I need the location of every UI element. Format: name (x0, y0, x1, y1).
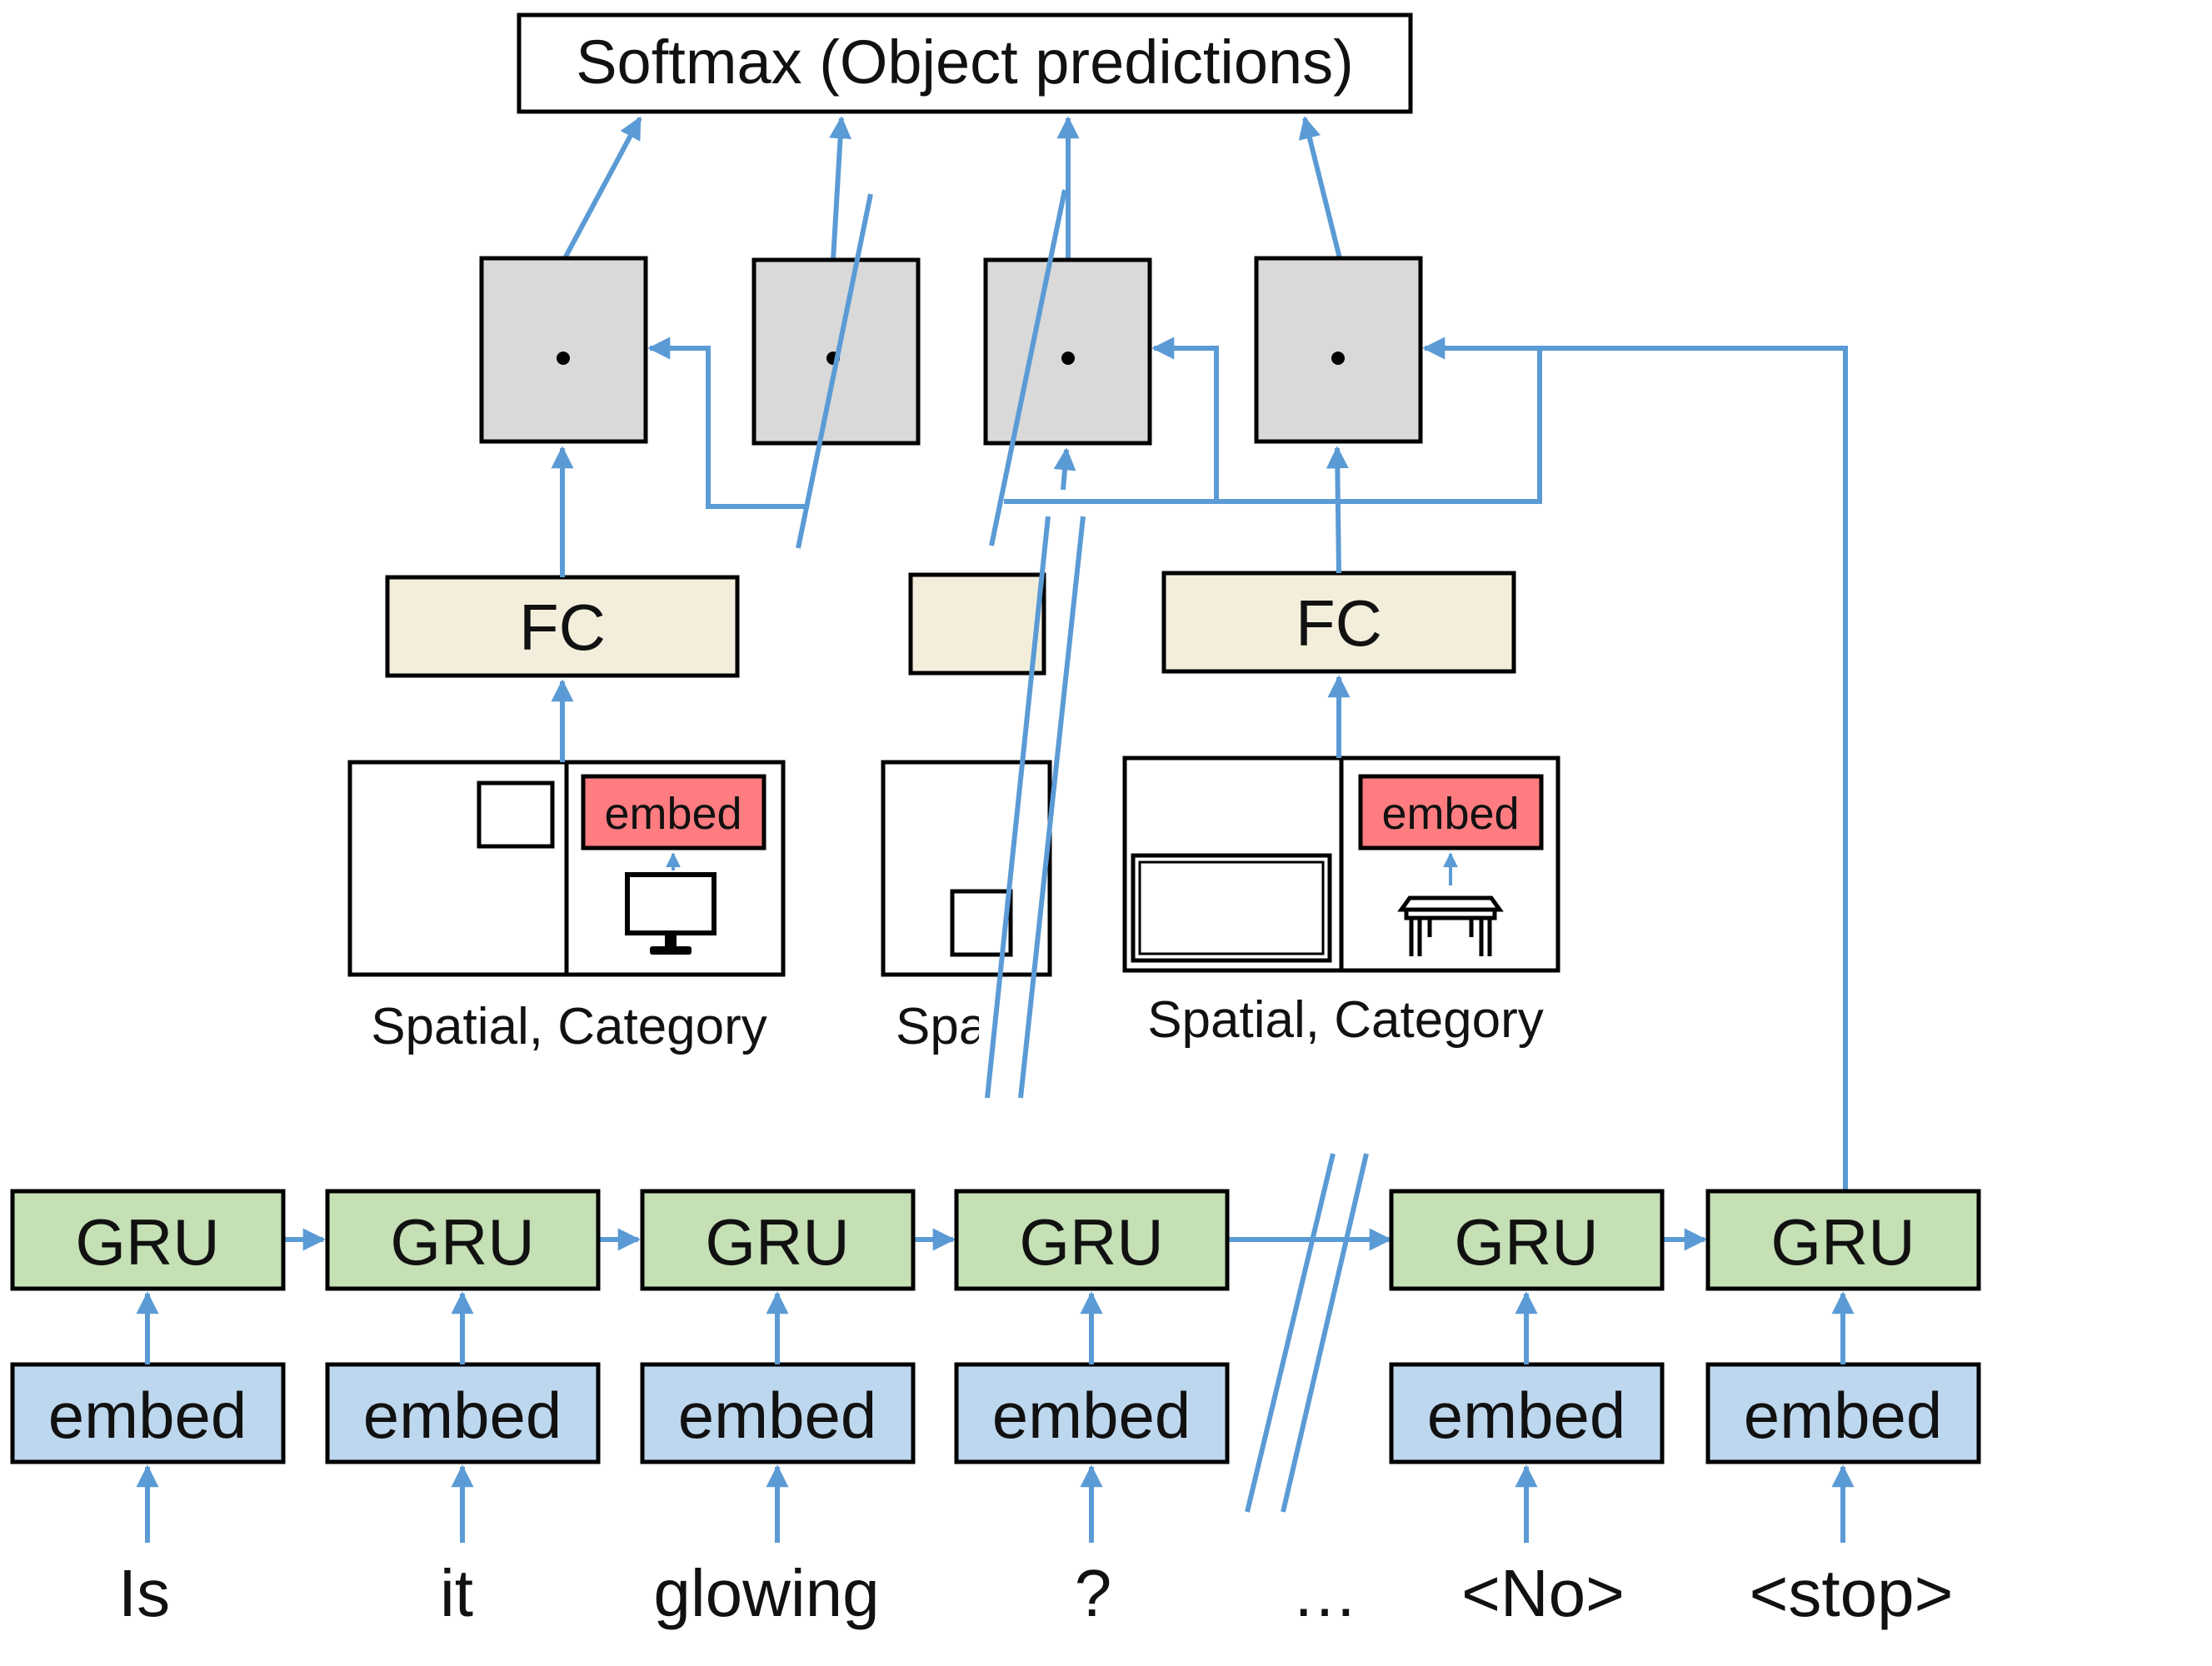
word-embed-box (640, 1362, 916, 1464)
gru-cell (1705, 1189, 1981, 1291)
word-embed-label: embed (678, 1379, 877, 1452)
fc-layer-1: FC (385, 575, 740, 678)
token: it (440, 1556, 473, 1630)
dot-product-box-1 (479, 256, 648, 444)
gru-label: GRU (75, 1205, 219, 1279)
gru-cell (954, 1189, 1230, 1291)
dialogue-state-routing (647, 337, 1848, 1191)
dot-product-symbol (1061, 352, 1075, 365)
break-marks-upper (796, 189, 1067, 549)
token: glowing (653, 1556, 879, 1630)
dot-product-box-3 (983, 257, 1152, 446)
fc-to-dot-arrows (551, 446, 1349, 577)
word-embed-label: embed (992, 1379, 1191, 1452)
word-embed-label: embed (363, 1379, 562, 1452)
spatial-bbox (477, 781, 555, 849)
token: ? (1075, 1556, 1112, 1630)
rnn-column-6: GRU embed <stop> (1705, 1189, 1981, 1630)
gru-label: GRU (1770, 1205, 1915, 1279)
spatial-bbox (1131, 853, 1332, 963)
dot-product-box-4 (1254, 256, 1423, 444)
category-embed-label: embed (1381, 789, 1519, 839)
word-embed-box (954, 1362, 1230, 1464)
category-embed-box (581, 774, 766, 850)
object-encoding-3: embed (1122, 756, 1560, 973)
monitor-icon (625, 872, 717, 955)
fc-label: FC (519, 591, 606, 664)
word-embed-label: embed (1744, 1379, 1943, 1452)
softmax-label: Softmax (Object predictions) (576, 27, 1354, 97)
gru-label: GRU (705, 1205, 849, 1279)
object-caption-truncated: Spa (896, 998, 988, 1055)
token: <No> (1461, 1556, 1625, 1630)
word-embed-label: embed (1427, 1379, 1626, 1452)
category-embed-box (1358, 774, 1544, 850)
gru-cell (10, 1189, 286, 1291)
break-marks-middle (985, 516, 1086, 1099)
softmax-box: Softmax (Object predictions) (517, 12, 1413, 114)
token: <stop> (1750, 1556, 1954, 1630)
gru-label: GRU (1019, 1205, 1163, 1279)
object-encoding-1: embed (347, 760, 786, 977)
fc-layer-3: FC (1161, 571, 1516, 674)
object-caption: Spatial, Category (1147, 991, 1544, 1049)
gru-label: GRU (1454, 1205, 1598, 1279)
token: Is (118, 1556, 170, 1630)
dot-product-symbol (1331, 352, 1345, 365)
gru-cell (640, 1189, 916, 1291)
softmax-arrows (562, 116, 1342, 261)
object-encoding-2-partial (881, 760, 1052, 977)
dot-product-symbol (557, 352, 570, 365)
rnn-column-2: GRU embed it (325, 1189, 601, 1630)
rnn-column-4: GRU embed ? (954, 1189, 1230, 1630)
word-embed-box (1389, 1362, 1665, 1464)
object-caption: Spatial, Category (371, 998, 767, 1055)
rnn-column-1: GRU embed Is (10, 1189, 286, 1630)
word-embed-box (325, 1362, 601, 1464)
fc-layer-2-partial (908, 572, 1046, 676)
rnn-column-3: GRU embed glowing (640, 1189, 916, 1630)
ellipsis-token: … (1291, 1556, 1358, 1630)
table-icon (1397, 895, 1504, 956)
gru-cell (1389, 1189, 1665, 1291)
break-marks-lower (1245, 1153, 1369, 1513)
fc-label: FC (1296, 586, 1382, 660)
category-embed-label: embed (604, 789, 741, 839)
rnn-column-5: GRU embed <No> (1389, 1189, 1665, 1630)
word-embed-label: embed (48, 1379, 247, 1452)
word-embed-box (1705, 1362, 1981, 1464)
gru-cell (325, 1189, 601, 1291)
object-to-fc-arrows (551, 675, 1351, 762)
gru-label: GRU (390, 1205, 534, 1279)
